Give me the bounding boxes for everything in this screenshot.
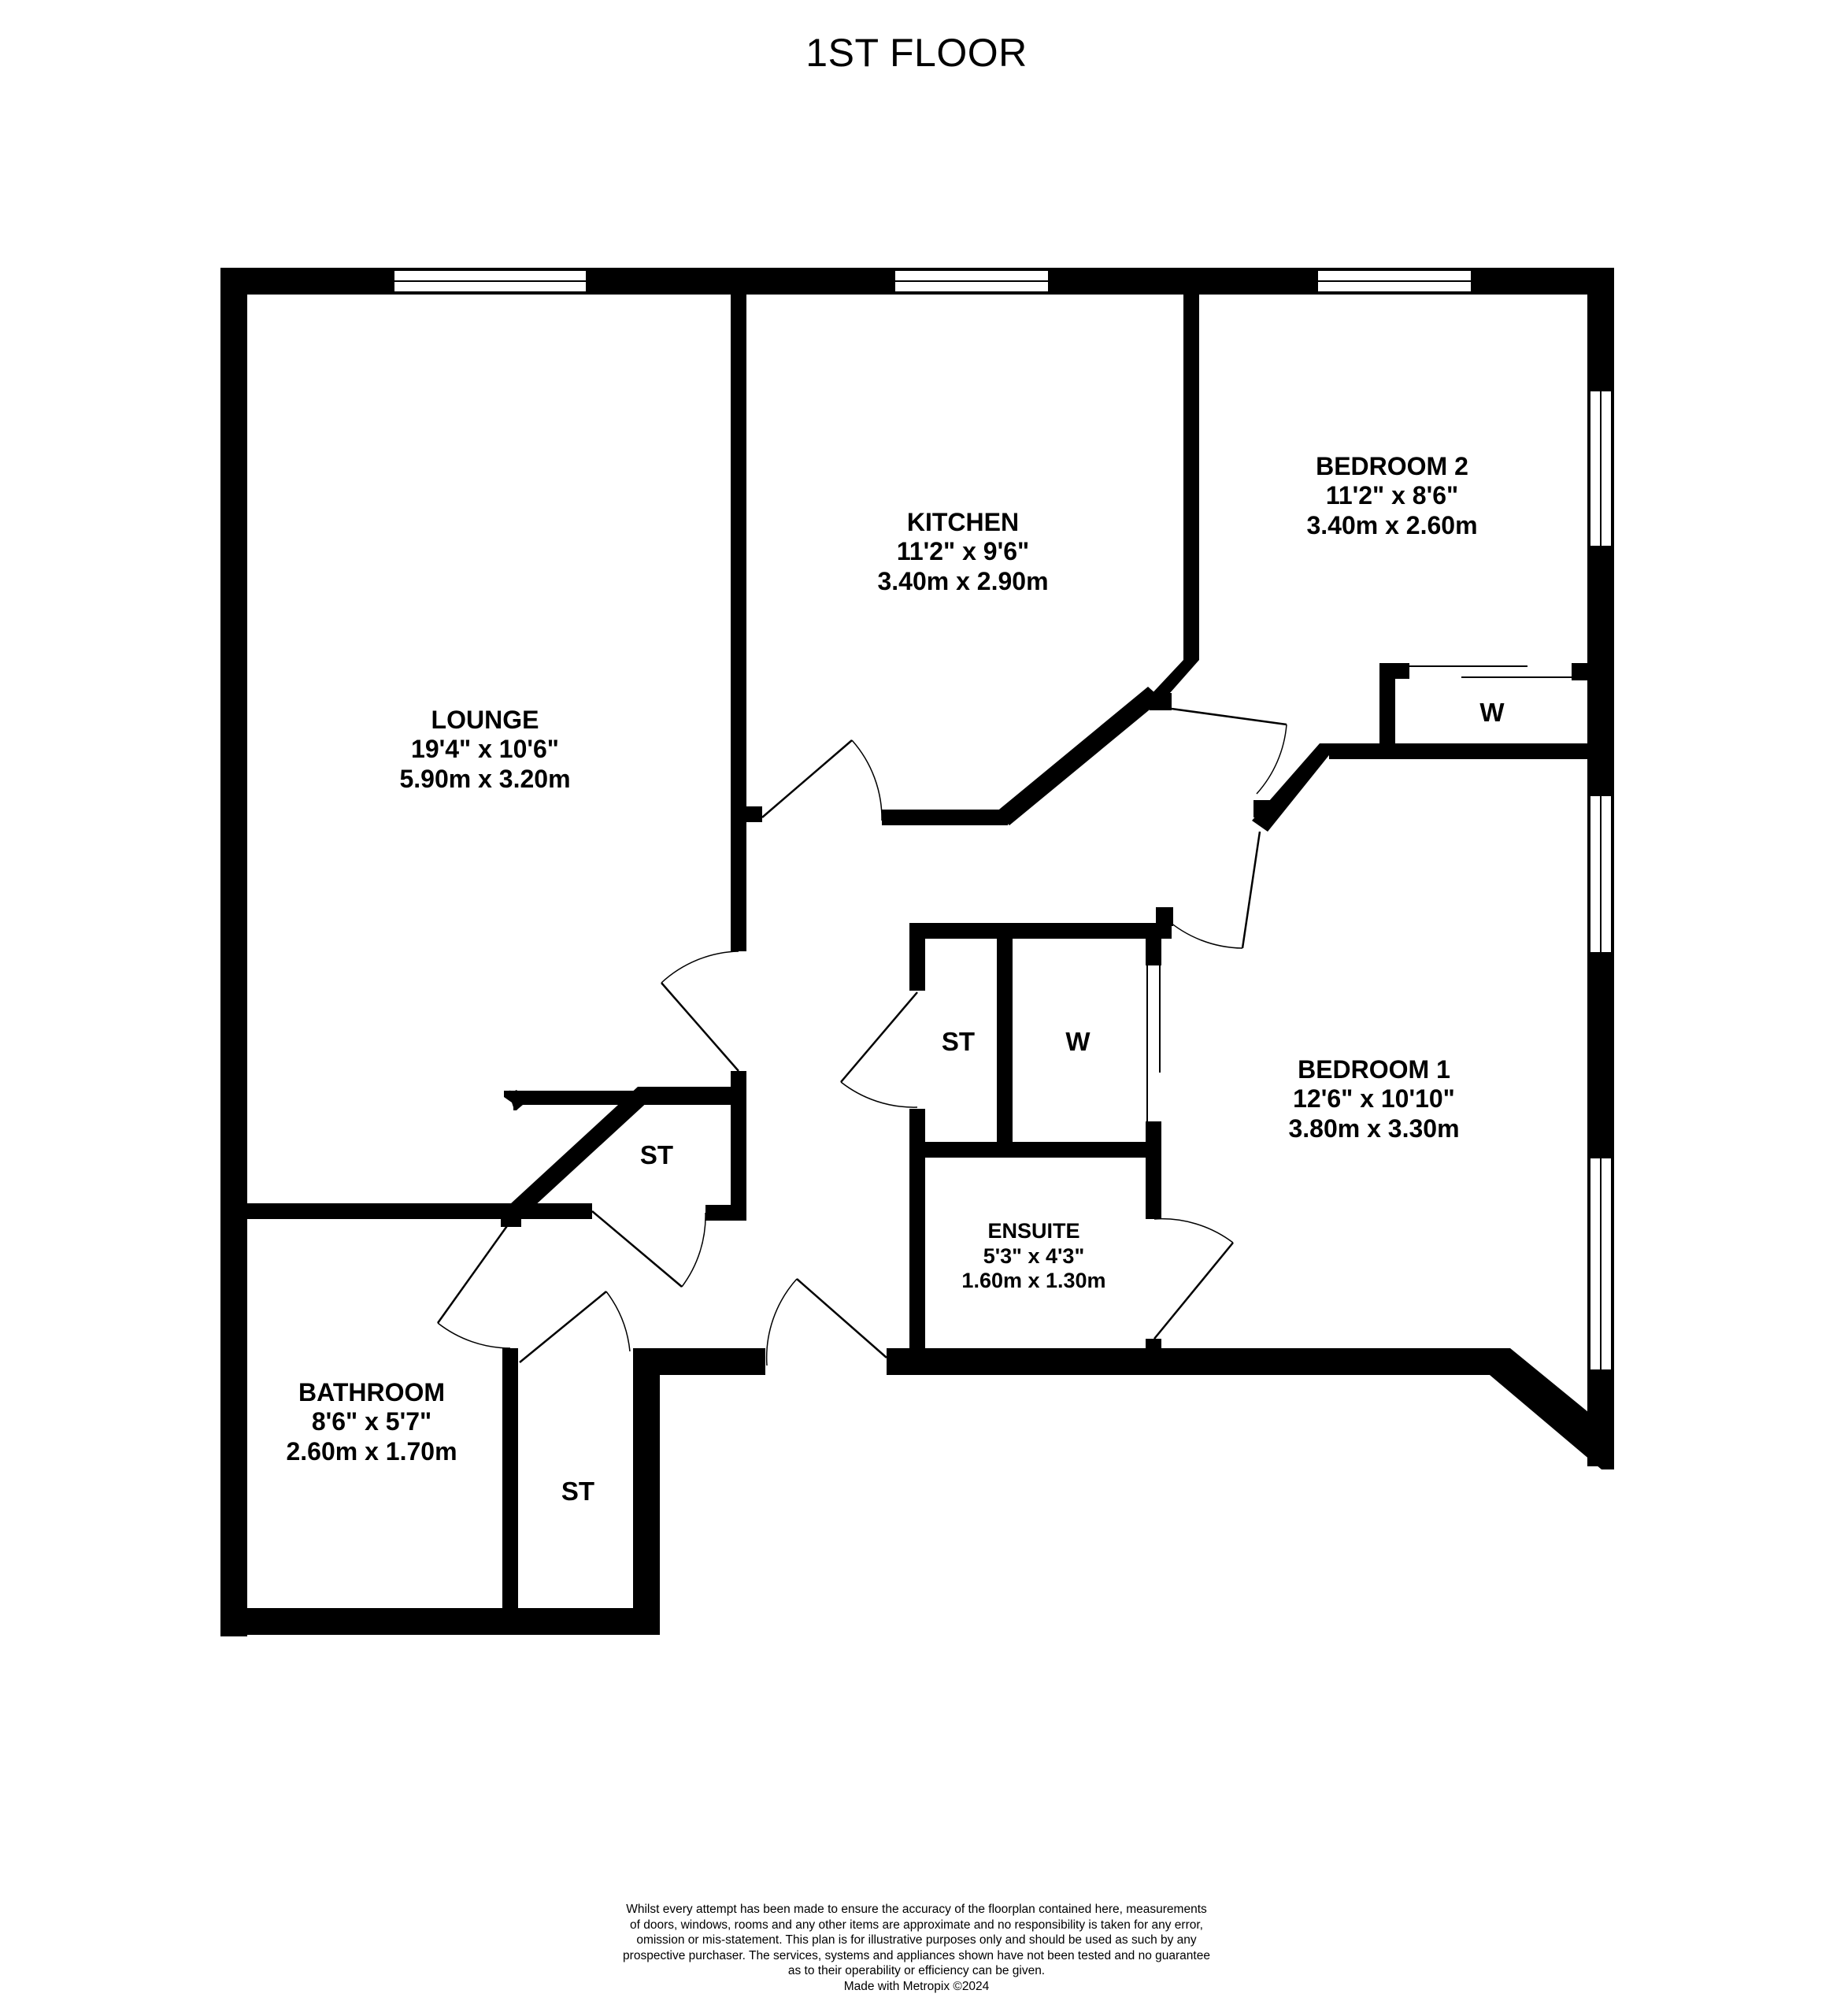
label-bedroom1: BEDROOM 1 12'6" x 10'10" 3.80m x 3.30m — [1288, 1055, 1459, 1143]
wall-bed2-hall-stub — [1150, 693, 1172, 710]
wall-bath-door-jamb — [501, 1211, 521, 1227]
room-metric-bedroom1: 3.80m x 3.30m — [1288, 1114, 1460, 1143]
wall-bed1-diagonal — [1490, 1348, 1614, 1469]
door-ensuite — [1153, 1217, 1234, 1340]
floor-title: 1ST FLOOR — [805, 31, 1028, 75]
door-st-bathroom — [519, 1291, 631, 1363]
window-centre-lines — [394, 280, 1602, 1370]
wall-kitchen-lower-diagonal — [995, 687, 1162, 825]
room-imperial-lounge: 19'4" x 10'6" — [411, 735, 559, 764]
room-metric-bathroom: 2.60m x 1.70m — [286, 1436, 457, 1466]
door-st-lounge — [591, 1210, 706, 1288]
disclaimer-line: of doors, windows, rooms and any other i… — [629, 1918, 1203, 1932]
label-store-bathroom: ST — [561, 1477, 595, 1506]
wall-bed1-bed2-stub — [1253, 800, 1271, 817]
wall-left — [220, 268, 247, 1636]
wall-lounge-st — [731, 1071, 746, 1221]
wall-block-left-lower — [909, 1109, 925, 1375]
wall-block-top — [909, 923, 1172, 939]
wall-bed1-bed2 — [1329, 743, 1587, 759]
wall-lounge-bathroom — [247, 1203, 592, 1219]
wall-lounge-st-slant — [501, 1087, 650, 1225]
label-store-hall: ST — [941, 1027, 976, 1056]
disclaimer-line: as to their operability or efficiency ca… — [787, 1964, 1046, 1978]
room-name-bedroom2: BEDROOM 2 — [1316, 452, 1468, 480]
wall-block-left-upper — [909, 923, 925, 991]
label-kitchen: KITCHEN 11'2" x 9'6" 3.40m x 2.90m — [877, 508, 1048, 596]
wall-bed1-bed2-diagonal — [1252, 743, 1339, 832]
door-lounge — [661, 951, 739, 1072]
door-bathroom — [436, 1223, 511, 1349]
label-ensuite: ENSUITE 5'3" x 4'3" 1.60m x 1.30m — [961, 1219, 1105, 1294]
wall-block-right-upper — [1146, 934, 1161, 965]
disclaimer: Whilst every attempt has been made to en… — [0, 1902, 1833, 1994]
wall-st-w — [997, 939, 1013, 1142]
wall-w2-top — [1379, 663, 1409, 679]
label-wardrobe-bedroom1: W — [1065, 1027, 1091, 1056]
room-name-lounge: LOUNGE — [431, 706, 539, 734]
wall-block-mid — [925, 1142, 1153, 1158]
disclaimer-line: Whilst every attempt has been made to en… — [626, 1903, 1207, 1916]
room-metric-bedroom2: 3.40m x 2.60m — [1306, 510, 1478, 539]
disclaimer-line: omission or mis-statement. This plan is … — [636, 1933, 1197, 1947]
room-name-kitchen: KITCHEN — [906, 508, 1020, 536]
wall-kitchen-bed2 — [1183, 293, 1199, 652]
wall-bottom-left — [220, 1608, 660, 1635]
door-hall-entrance — [765, 1278, 887, 1366]
wall-hall-bottom-right — [887, 1348, 1509, 1375]
wall-block-right-lower — [1146, 1121, 1161, 1219]
door-st-hall — [840, 991, 918, 1108]
door-bedroom1 — [1165, 831, 1261, 949]
wall-lounge-st-top — [638, 1087, 746, 1102]
room-imperial-bedroom1: 12'6" x 10'10" — [1293, 1084, 1455, 1114]
wall-st-diagonal-long — [509, 1090, 526, 1107]
room-name-ensuite: ENSUITE — [987, 1219, 1080, 1243]
room-imperial-bedroom2: 11'2" x 8'6" — [1325, 481, 1459, 510]
wall-lounge-kitchen — [731, 293, 746, 951]
room-name-bedroom1: BEDROOM 1 — [1298, 1055, 1450, 1084]
label-bathroom: BATHROOM 8'6" x 5'7" 2.60m x 1.70m — [286, 1378, 457, 1466]
wall-kitchen-door-jamb — [746, 806, 762, 822]
door-kitchen — [761, 739, 883, 821]
label-store-lounge: ST — [639, 1140, 674, 1169]
wall-kitchen-diagonal — [1148, 649, 1199, 707]
wall-bathroom-st — [502, 1348, 518, 1608]
wall-kitchen-bottom — [882, 810, 1008, 825]
room-metric-kitchen: 3.40m x 2.90m — [877, 566, 1049, 595]
room-name-bathroom: BATHROOM — [298, 1378, 446, 1406]
room-imperial-ensuite: 5'3" x 4'3" — [983, 1243, 1085, 1268]
disclaimer-credit: Made with Metropix ©2024 — [843, 1979, 990, 1993]
room-imperial-bathroom: 8'6" x 5'7" — [311, 1407, 432, 1436]
wall-st-block-right — [633, 1348, 660, 1635]
door-bedroom2 — [1171, 707, 1287, 795]
label-lounge: LOUNGE 19'4" x 10'6" 5.90m x 3.20m — [399, 706, 570, 794]
wall-w2-top-right — [1572, 663, 1587, 680]
doors — [436, 707, 1287, 1366]
label-bedroom2: BEDROOM 2 11'2" x 8'6" 3.40m x 2.60m — [1306, 452, 1477, 540]
disclaimer-line: prospective purchaser. The services, sys… — [623, 1948, 1210, 1962]
label-wardrobe-bedroom2: W — [1479, 698, 1505, 727]
room-metric-lounge: 5.90m x 3.20m — [399, 764, 571, 793]
room-imperial-kitchen: 11'2" x 9'6" — [896, 537, 1030, 566]
wall-ensuite-door-jamb — [1146, 1339, 1161, 1348]
wall-hall-bottom — [633, 1348, 765, 1375]
room-metric-ensuite: 1.60m x 1.30m — [961, 1269, 1106, 1293]
sliding-doors — [1146, 665, 1572, 1121]
wall-w2-left — [1379, 663, 1395, 747]
wall-lounge-st-stub — [705, 1205, 746, 1221]
